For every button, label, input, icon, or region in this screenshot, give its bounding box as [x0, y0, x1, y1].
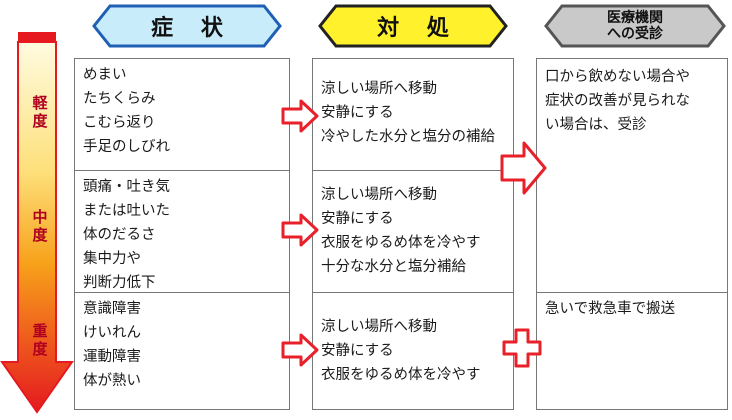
response-item: 衣服をゆるめ体を冷やす [321, 235, 481, 251]
arrow-right-icon [281, 99, 319, 137]
symptom-item: 判断力低下 [83, 275, 156, 291]
symptom-item: 集中力や [83, 251, 141, 267]
symptom-item: 頭痛・吐き気 [83, 179, 170, 195]
medical-item: 口から飲めない場合や [545, 69, 690, 85]
response-header: 対 処 [318, 4, 508, 48]
symptoms-moderate-cell: 頭痛・吐き気 または吐いた 体のだるさ 集中力や 判断力低下 [74, 170, 290, 293]
severity-gradient-arrow [0, 30, 78, 416]
response-item: 安静にする [321, 343, 394, 359]
medical-cross-icon [502, 328, 542, 372]
medical-item: 症状の改善が見られな [545, 93, 690, 109]
symptom-item: 体が熱い [83, 373, 141, 389]
symptom-item: 運動障害 [83, 349, 141, 365]
response-item: 安静にする [321, 211, 394, 227]
arrow-right-icon [281, 213, 319, 251]
medical-mild-moderate-cell: 口から飲めない場合や 症状の改善が見られな い場合は、受診 [536, 58, 728, 293]
response-mild-cell: 涼しい場所へ移動 安静にする 冷やした水分と塩分の補給 [312, 58, 514, 171]
symptoms-severe-cell: 意識障害 けいれん 運動障害 体が熱い [74, 292, 290, 410]
response-moderate-cell: 涼しい場所へ移動 安静にする 衣服をゆるめ体を冷やす 十分な水分と塩分補給 [312, 170, 514, 293]
symptom-item: 手足のしびれ [83, 139, 170, 155]
arrow-right-large-icon [500, 140, 548, 200]
medical-header-line2: への受診 [607, 26, 663, 42]
medical-header: 医療機関 への受診 [544, 4, 726, 48]
medical-header-line1: 医療機関 [607, 10, 663, 26]
medical-severe-cell: 急いで救急車で搬送 [536, 292, 728, 410]
response-item: 涼しい場所へ移動 [321, 81, 437, 97]
severity-label-moderate: 中度 [32, 208, 48, 244]
symptom-item: たちくらみ [83, 91, 156, 107]
response-item: 涼しい場所へ移動 [321, 319, 437, 335]
symptom-item: または吐いた [83, 203, 170, 219]
symptom-item: めまい [83, 67, 127, 83]
symptoms-header: 症 状 [92, 4, 282, 48]
medical-item: い場合は、受診 [545, 117, 647, 133]
response-item: 安静にする [321, 105, 394, 121]
symptom-item: 体のだるさ [83, 227, 156, 243]
symptoms-header-label: 症 状 [151, 16, 233, 41]
medical-header-label: 医療機関 への受診 [544, 4, 726, 48]
symptom-item: 意識障害 [83, 301, 141, 317]
severity-label-severe: 重度 [32, 322, 48, 358]
medical-item: 急いで救急車で搬送 [545, 301, 676, 317]
symptom-item: けいれん [83, 325, 141, 341]
response-header-label: 対 処 [377, 16, 459, 41]
symptoms-mild-cell: めまい たちくらみ こむら返り 手足のしびれ [74, 58, 290, 171]
symptom-item: こむら返り [83, 115, 156, 131]
response-item: 涼しい場所へ移動 [321, 187, 437, 203]
response-severe-cell: 涼しい場所へ移動 安静にする 衣服をゆるめ体を冷やす [312, 292, 514, 410]
arrow-right-icon [281, 333, 319, 371]
response-item: 冷やした水分と塩分の補給 [321, 129, 495, 145]
severity-label-mild: 軽度 [32, 94, 48, 130]
response-item: 衣服をゆるめ体を冷やす [321, 367, 481, 383]
response-item: 十分な水分と塩分補給 [321, 259, 466, 275]
